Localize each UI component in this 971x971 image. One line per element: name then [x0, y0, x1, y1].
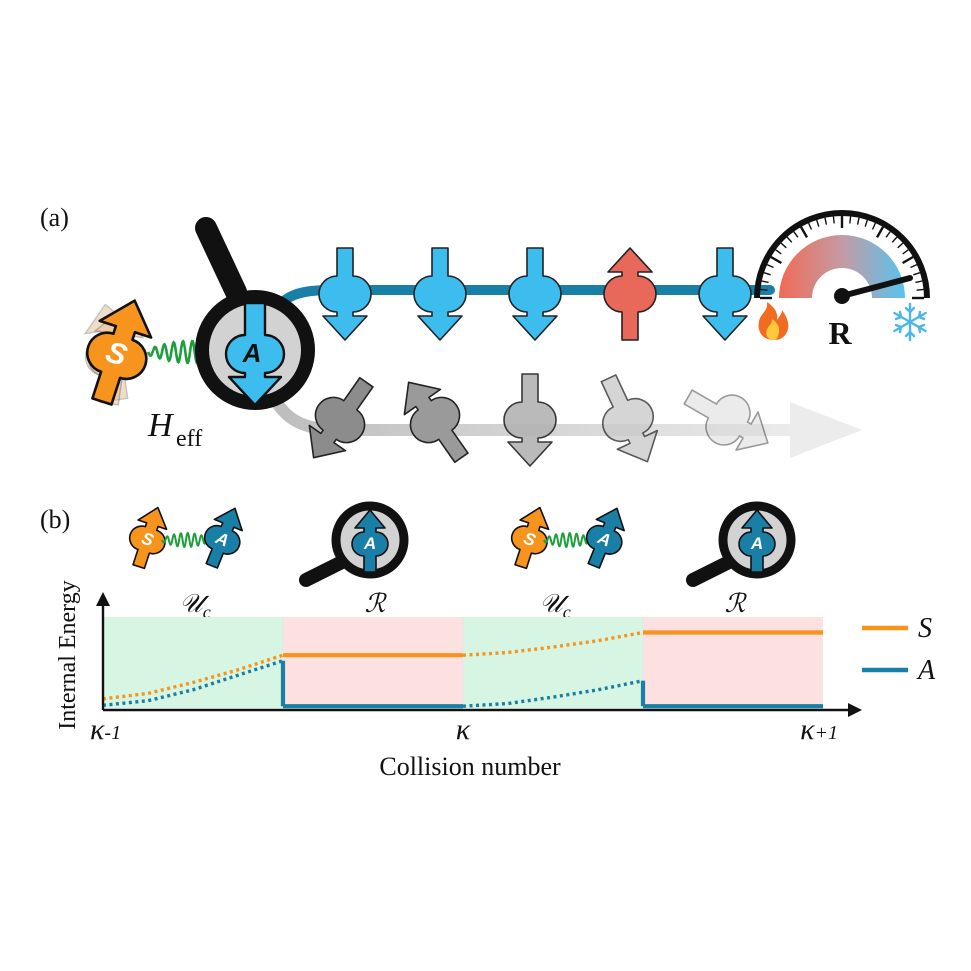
legend-label: A	[916, 655, 936, 686]
system-spin-small: S	[510, 506, 550, 570]
series-s-segment	[102, 653, 284, 701]
series-s-segment	[462, 630, 644, 657]
ancilla-spin-small: A	[585, 507, 625, 569]
stage-region	[283, 617, 463, 708]
used-ancilla-spin	[674, 373, 782, 467]
stage-region	[463, 617, 643, 708]
x-tick-label: κ+1	[800, 713, 838, 746]
fresh-ancilla-spin	[698, 247, 752, 341]
snowflake-icon	[893, 302, 927, 342]
used-ancilla-spin	[503, 373, 557, 467]
reservoir-thermometer-gauge: R	[754, 210, 930, 351]
x-tick-label: κ	[456, 713, 471, 746]
used-ancilla-spin	[386, 366, 484, 474]
energy-plot	[96, 592, 862, 717]
stage-label: ℛ	[725, 589, 748, 618]
stage-label: ℛ	[365, 589, 388, 618]
gauge-needle	[839, 275, 913, 299]
svg-text:A: A	[363, 534, 376, 553]
fresh-ancilla-spin	[508, 247, 562, 341]
fresh-ancilla-spin	[413, 247, 467, 341]
used-ancilla-spin	[584, 366, 672, 474]
ancilla-spin-small: A	[738, 509, 776, 573]
x-tick-labels: κ-1 κ κ+1	[90, 713, 838, 746]
system-spin: S	[83, 299, 153, 406]
x-tick-label: κ-1	[90, 713, 121, 746]
legend: SA	[862, 613, 936, 686]
reset-stage-icon: A	[299, 501, 409, 587]
svg-text:eff: eff	[176, 426, 202, 452]
svg-text:A: A	[750, 534, 763, 553]
stage-region	[103, 617, 283, 708]
series-a-segment	[102, 659, 284, 707]
system-spin-small: S	[128, 506, 168, 570]
ancilla-spin-small: A	[351, 509, 389, 573]
panel-b-label: (b)	[40, 505, 70, 534]
fresh-ancilla-spin	[318, 247, 372, 341]
y-axis-label: Internal Energy	[55, 580, 81, 730]
reservoir-letter: R	[828, 315, 852, 351]
flame-icon	[758, 302, 789, 340]
svg-text:A: A	[212, 528, 231, 551]
used-ancilla-row	[291, 366, 782, 474]
panel-a-label: (a)	[40, 203, 69, 232]
ancilla-letter: A	[242, 338, 262, 368]
svg-text:A: A	[594, 528, 613, 551]
ancilla-spin-small: A	[203, 507, 243, 569]
effective-hamiltonian-label: H eff	[147, 407, 202, 452]
panel-a: (a)	[40, 203, 930, 474]
svg-text:H: H	[147, 407, 175, 444]
excited-ancilla-spin	[603, 247, 657, 341]
legend-label: S	[918, 613, 932, 644]
measurement-magnifier: A	[195, 217, 315, 410]
reset-stage-icon: A	[686, 501, 796, 587]
x-axis-label: Collision number	[379, 752, 561, 781]
series-a-segment	[462, 679, 644, 708]
